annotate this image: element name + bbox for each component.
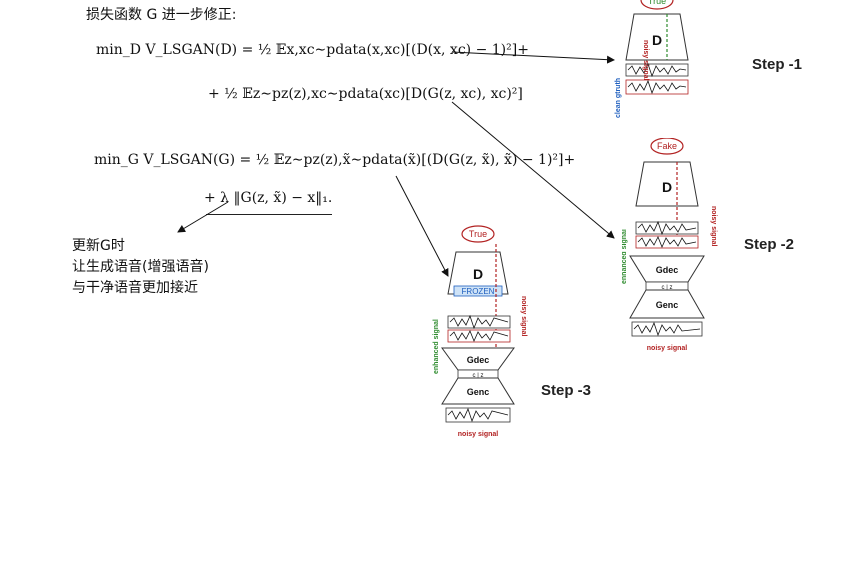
page-title: 损失函数 G 进一步修正: xyxy=(86,7,237,23)
step-2-label: Step -2 xyxy=(744,236,795,253)
enhanced-waveform xyxy=(449,314,509,330)
generator-loss-line-2: + λ ‖G(z, x̃) − x‖₁. xyxy=(204,190,333,206)
discriminator-loss-line-1: min_D V_LSGAN(D) = ½ 𝔼x,xc∼pdata(x,xc)[(… xyxy=(96,42,529,58)
genc-label: Genc xyxy=(467,387,490,397)
noisy-signal-label-side: noisy signal xyxy=(520,296,527,337)
noisy-waveform xyxy=(627,79,687,95)
noisy-signal-label-bottom: noisy signal xyxy=(458,431,499,438)
genc-block xyxy=(629,289,705,319)
discriminator-block xyxy=(625,13,689,61)
true-bubble xyxy=(640,0,674,10)
step-2-diagram: Fake D Gdec c | z Genc noisy signal enha… xyxy=(622,138,717,352)
gdec-label: Gdec xyxy=(467,355,490,365)
clean-waveform xyxy=(627,62,687,78)
noisy-signal-label-bottom: noisy signal xyxy=(647,345,688,352)
note-line-2: 让生成语音(增强语音) xyxy=(72,259,209,275)
true-label: True xyxy=(648,0,666,6)
discriminator-loss-line-2: + ½ 𝔼z∼pz(z),xc∼pdata(xc)[D(G(z, xc), xc… xyxy=(208,86,523,102)
enhanced-waveform xyxy=(637,220,697,236)
l1-term-underline xyxy=(206,214,332,215)
frozen-label: FROZEN xyxy=(462,287,495,296)
genc-label: Genc xyxy=(656,300,679,310)
enhanced-waveform-box xyxy=(447,315,511,329)
step-3-label: Step -3 xyxy=(541,382,592,399)
enhanced-waveform-box xyxy=(635,221,699,235)
noisy-waveform-box xyxy=(635,235,699,249)
input-noisy-box xyxy=(445,407,511,423)
noisy-signal-label-step1: noisy signal xyxy=(642,40,649,81)
note-line-3: 与干净语音更加接近 xyxy=(72,280,198,296)
step-1-label: Step -1 xyxy=(752,56,803,73)
frozen-badge xyxy=(453,285,503,297)
step-3-diagram: True D FROZEN Gdec c | z Genc noisy sign… xyxy=(433,225,527,438)
clean-gtruth-label: clean gtruth xyxy=(615,78,622,118)
true-bubble xyxy=(461,225,495,243)
cz-label: c | z xyxy=(473,373,484,379)
arrow-to-step-1 xyxy=(451,51,615,64)
discriminator-label: D xyxy=(473,266,483,282)
enhanced-signal-label: enhanced signal xyxy=(622,229,628,284)
true-label: True xyxy=(469,229,487,239)
input-noisy-box xyxy=(631,321,703,337)
gdec-label: Gdec xyxy=(656,265,679,275)
discriminator-label: D xyxy=(652,32,662,48)
note-line-1: 更新G时 xyxy=(72,238,125,254)
step-1-diagram: True D clean gtruth noisy signal xyxy=(615,0,689,118)
fake-label: Fake xyxy=(657,141,677,151)
discriminator-block xyxy=(447,251,509,295)
cz-label: c | z xyxy=(662,285,673,291)
discriminator-label: D xyxy=(662,179,672,195)
enhanced-signal-label: enhanced signal xyxy=(433,319,440,374)
generator-loss-line-1: min_G V_LSGAN(G) = ½ 𝔼z∼pz(z),x̃∼pdata(x… xyxy=(94,152,576,168)
genc-block xyxy=(441,377,515,405)
noisy-waveform xyxy=(637,236,697,249)
noisy-signal-label-side: noisy signal xyxy=(710,206,717,247)
noisy-waveform xyxy=(449,330,509,343)
arrow-to-step-3 xyxy=(395,175,449,277)
input-noisy-waveform xyxy=(633,321,701,337)
discriminator-block xyxy=(635,161,699,207)
fake-bubble xyxy=(650,138,684,155)
arrow-to-note xyxy=(177,201,229,233)
input-noisy-waveform xyxy=(447,407,509,423)
noisy-waveform-box xyxy=(447,329,511,343)
arrow-to-step-2 xyxy=(451,101,615,239)
